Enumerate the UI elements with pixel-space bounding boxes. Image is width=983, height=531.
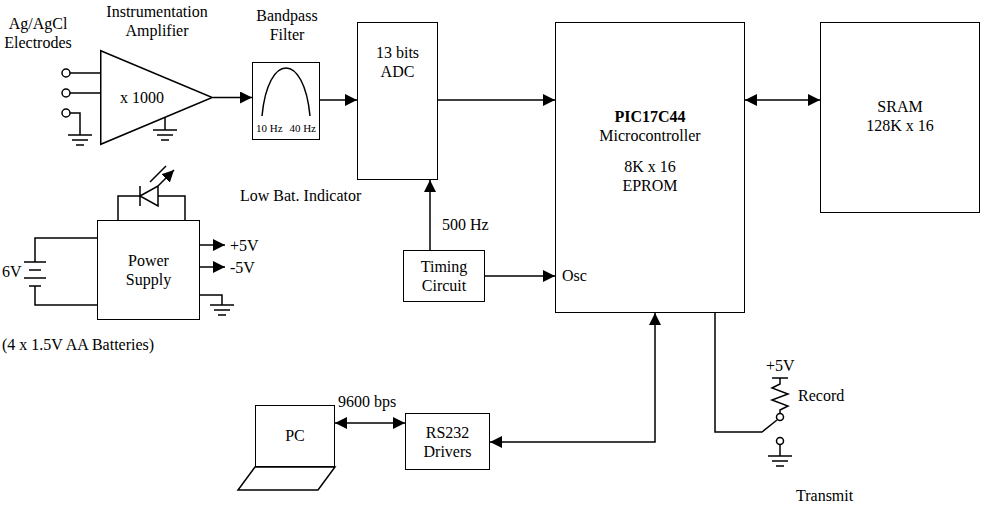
supply-output [200,266,225,268]
node-text: 10 Hz [256,121,283,135]
filter-box: Bandpass Filter10 Hz40 Hz [252,62,320,140]
switch-label: Record [798,386,844,405]
ground-wire [200,295,222,305]
signal-connector [485,275,555,277]
node-text: PIC17C44 [614,107,685,126]
indicator-label: Low Bat. Indicator [240,186,361,205]
signal-connector [490,313,655,442]
edge-label: 9600 bps [336,392,398,411]
pullup-resistor [772,378,788,413]
node-text: 13 bits ADC [367,43,429,81]
microcontroller-box: PIC17C44Microcontroller 8K x 16 EPROM Osc [555,22,745,313]
node-text: 8K x 16 EPROM [614,157,686,195]
ground-symbol [68,135,92,145]
signal-connector [429,180,431,250]
rs232-box: RS232 Drivers [405,413,490,470]
node-text: PC [285,426,305,445]
electrode-label: Ag/AgCl Electrodes [2,14,74,52]
adc-box: 13 bits ADC [357,22,438,180]
ground-symbol [210,305,234,315]
electrode-terminal [62,89,70,97]
laptop-screen: PC [255,405,335,467]
signal-connector [438,99,555,101]
ground-wire [779,445,781,456]
led-symbol [140,186,158,206]
ground-symbol [153,130,177,140]
signal-connector [320,99,357,101]
bandpass-curve [262,68,310,116]
signal-connector [213,97,252,99]
node-text: Instrumentation Amplifier [92,2,222,40]
electrode-terminal [62,109,70,117]
node-text: RS232 Drivers [415,423,481,461]
laptop-base [238,467,335,490]
node-text: 40 Hz [289,121,316,135]
node-text: SRAM 128K x 16 [860,97,940,135]
ground-wire [70,113,80,135]
node-text: Osc [562,266,587,285]
timing-box: Timing Circuit [403,250,485,302]
sram-box: SRAM 128K x 16 [820,22,980,213]
node-text: Bandpass Filter [247,6,327,44]
edge-label: 500 Hz [440,215,491,234]
ground-symbol [768,456,792,466]
battery-wire [35,238,97,305]
supply-output [200,244,225,246]
voltage-label: -5V [230,258,255,277]
node-text: x 1000 [120,88,164,107]
node-text: Microcontroller [599,126,700,145]
signal-connector [745,99,820,101]
voltage-label: +5V [766,356,795,375]
light-arrow [150,166,174,186]
switch-contact [777,414,784,421]
switch-label: Transmit [796,486,853,505]
node-text: Power Supply [116,251,182,289]
signal-connector [335,422,405,424]
amplifier-triangle [101,51,213,145]
node-text: Timing Circuit [411,257,477,295]
voltage-label: +5V [230,236,259,255]
ground-wire [164,118,166,130]
voltage-label: 6V [2,262,22,281]
electrode-wire [70,73,100,93]
amplifier-triangle: Instrumentation Amplifierx 1000 [100,50,213,145]
led-wire [118,196,185,220]
battery-label: (4 x 1.5V AA Batteries) [2,335,154,354]
switch-contact [777,438,784,445]
electrode-terminal [62,69,70,77]
battery-symbol [24,262,46,286]
power-supply-box: Power Supply [97,220,200,320]
